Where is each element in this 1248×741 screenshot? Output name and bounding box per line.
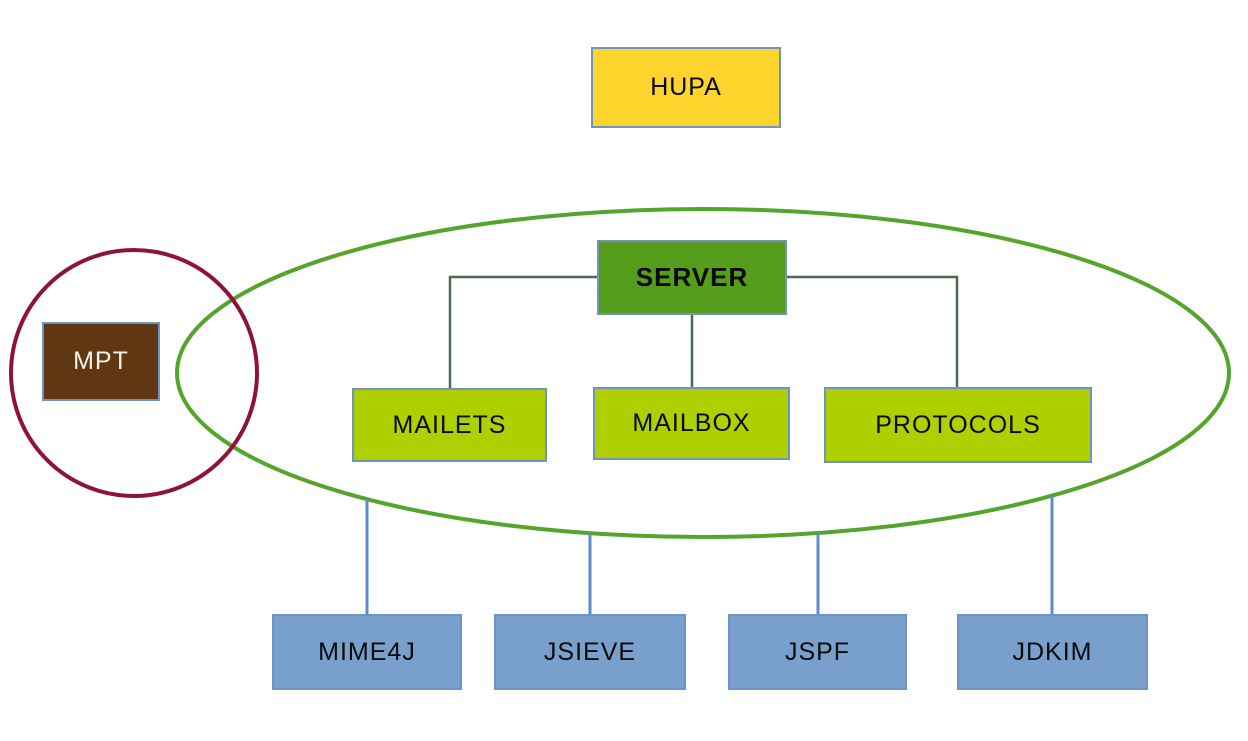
node-hupa-label: HUPA [650,73,722,101]
node-hupa: HUPA [591,47,781,128]
node-jdkim: JDKIM [957,614,1148,690]
node-jspf-label: JSPF [784,637,851,666]
node-protocols-label: PROTOCOLS [875,410,1041,439]
node-jsieve-label: JSIEVE [543,637,637,666]
node-jdkim-label: JDKIM [1012,637,1093,666]
server-components-ellipse [175,207,1231,539]
node-jspf: JSPF [728,614,907,690]
node-mailets: MAILETS [352,388,547,462]
mpt-circle [9,248,259,498]
node-mailets-label: MAILETS [392,410,507,439]
node-mime4j-label: MIME4J [318,637,416,666]
node-mpt: MPT [42,322,160,401]
node-mailbox-label: MAILBOX [632,409,751,437]
node-server-label: SERVER [635,262,749,292]
node-mailbox: MAILBOX [593,387,790,460]
node-server: SERVER [597,240,787,315]
edge-server-protocols [787,275,959,387]
edge-server-mailets [448,275,597,388]
node-mpt-label: MPT [73,347,129,375]
node-protocols: PROTOCOLS [824,387,1092,463]
node-jsieve: JSIEVE [494,614,686,690]
node-mime4j: MIME4J [272,614,462,690]
